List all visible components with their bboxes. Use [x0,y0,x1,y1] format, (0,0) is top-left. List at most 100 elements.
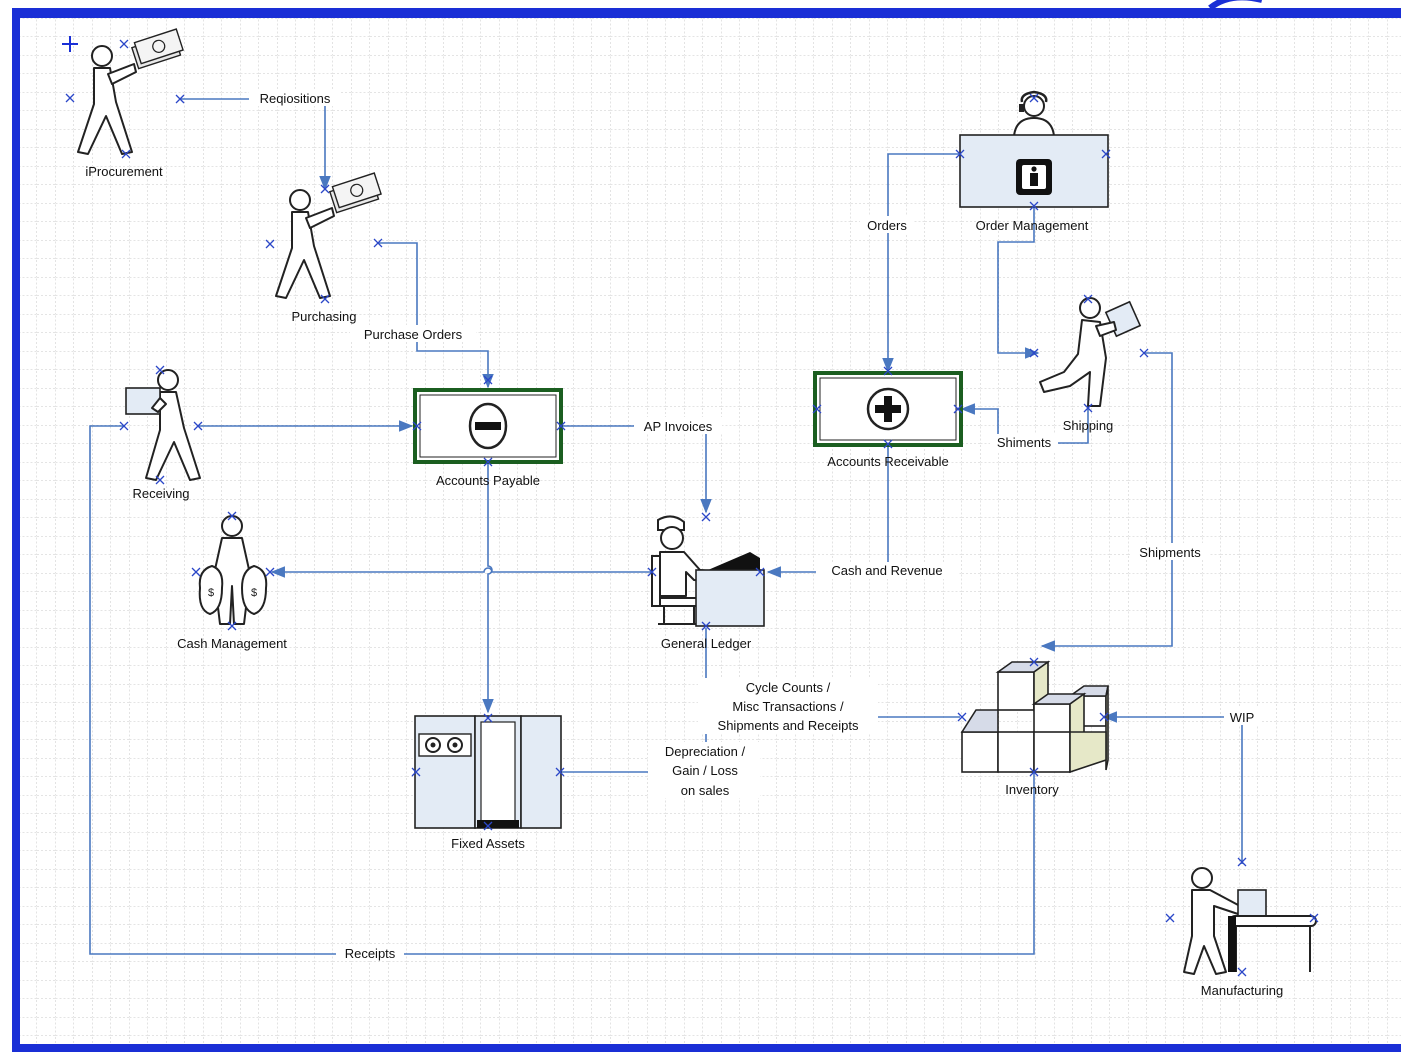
connection-point-marker[interactable] [320,294,330,304]
iprocurement-node[interactable]: iProcurement [77,28,184,179]
connection-point-marker[interactable] [1029,201,1039,211]
connection-point-marker[interactable] [883,439,893,449]
connection-point-marker[interactable] [1083,403,1093,413]
connection-point-marker[interactable] [155,365,165,375]
connection-point-marker[interactable] [1237,967,1247,977]
svg-text:$: $ [208,587,214,599]
connection-point-marker[interactable] [483,821,493,831]
manufacturing-node[interactable]: Manufacturing [1183,867,1317,998]
edge-label-orders: Orders [867,218,907,233]
edge-label-depreciation-line3: on sales [681,783,730,798]
connection-point-marker[interactable] [1237,857,1247,867]
connection-point-marker[interactable] [1029,93,1039,103]
connection-point-marker[interactable] [1083,294,1093,304]
minus-symbol-icon [468,402,508,450]
connection-point-marker[interactable] [373,238,383,248]
edge-gl-to-cash-management[interactable] [270,566,652,578]
order-management-node[interactable]: Order Management [959,90,1109,233]
connection-point-marker[interactable] [483,457,493,467]
connection-point-marker[interactable] [191,567,201,577]
svg-text:$: $ [251,587,257,599]
connection-point-marker[interactable] [812,404,822,414]
connection-point-marker[interactable] [483,713,493,723]
connection-point-marker[interactable] [1139,348,1149,358]
connection-point-marker[interactable] [953,404,963,414]
connection-point-marker[interactable] [193,421,203,431]
connection-point-marker[interactable] [1165,913,1175,923]
accounts-receivable-label: Accounts Receivable [827,454,948,469]
inventory-label: Inventory [1005,782,1059,797]
edge-label-purchase-orders: Purchase Orders [364,327,463,342]
connection-point-marker[interactable] [647,567,657,577]
information-desk-icon [959,90,1109,208]
connection-point-marker[interactable] [265,239,275,249]
fixed-assets-node[interactable]: Fixed Assets [414,715,562,851]
receiving-node[interactable]: Receiving [125,369,201,501]
connection-point-marker[interactable] [320,184,330,194]
person-at-conveyor-icon [1183,867,1317,975]
connection-point-marker[interactable] [1309,913,1319,923]
edge-label-cash-and-revenue: Cash and Revenue [831,563,942,578]
general-ledger-label: General Ledger [661,636,752,651]
connection-point-marker[interactable] [121,149,131,159]
connection-point-marker[interactable] [155,475,165,485]
connection-point-marker[interactable] [411,767,421,777]
connection-point-marker[interactable] [227,511,237,521]
connection-point-marker[interactable] [955,149,965,159]
connection-point-marker[interactable] [1029,348,1039,358]
connection-point-marker[interactable] [1029,657,1039,667]
shipping-node[interactable]: Shipping [1039,297,1142,433]
person-carrying-box-icon [125,369,201,481]
edge-shipments[interactable] [1040,352,1173,652]
edge-label-depreciation-line2: Gain / Loss [672,763,738,778]
edge-label-cycle-counts-line2: Misc Transactions / [732,699,844,714]
connection-point-marker[interactable] [65,93,75,103]
person-with-money-bags-icon: $ $ [198,515,268,625]
purchasing-label: Purchasing [291,309,356,324]
drawing-grid [18,18,1401,1044]
connection-point-marker[interactable] [883,366,893,376]
edge-labels: Reqiositions Purchase Orders AP Invoices… [260,91,1255,961]
connection-point-marker[interactable] [119,39,129,49]
frame-top-edge [12,8,1401,18]
connection-point-marker[interactable] [701,512,711,522]
receiving-label: Receiving [132,486,189,501]
cash-management-node[interactable]: $ $ Cash Management [177,515,287,651]
connection-point-marker[interactable] [175,94,185,104]
connection-point-marker[interactable] [556,421,566,431]
edge-receipts[interactable] [89,425,1035,955]
connection-point-marker[interactable] [119,421,129,431]
connection-point-marker[interactable] [1029,767,1039,777]
stacked-boxes-icon [960,660,1109,774]
connection-point-marker[interactable] [483,375,493,385]
general-ledger-node[interactable]: General Ledger [651,515,765,651]
connection-point-marker[interactable] [227,621,237,631]
edge-label-backgrounds [249,89,1260,961]
connection-point-marker[interactable] [755,567,765,577]
connection-point-marker[interactable] [957,712,967,722]
frame-bottom-edge [12,1044,1401,1052]
accounts-payable-node[interactable]: Accounts Payable [413,388,563,488]
edge-label-shipments: Shipments [1139,545,1201,560]
selection-cursor [62,36,78,52]
connection-point-marker[interactable] [265,567,275,577]
connection-point-marker[interactable] [1101,149,1111,159]
person-carrying-package-icon [1039,297,1142,407]
machinery-icon [414,715,562,829]
purchasing-node[interactable]: Purchasing [275,172,382,324]
connection-point-marker[interactable] [412,421,422,431]
connection-point-marker[interactable] [555,767,565,777]
edge-label-cycle-counts-line1: Cycle Counts / [746,680,831,695]
connection-point-marker[interactable] [1099,712,1109,722]
connection-point-marker[interactable] [701,621,711,631]
edge-label-shiments: Shiments [997,435,1052,450]
person-with-money-icon [77,28,184,155]
edge-orders[interactable] [882,153,960,373]
iprocurement-label: iProcurement [85,164,163,179]
edge-order-to-shipping[interactable] [997,206,1040,359]
inventory-node[interactable]: Inventory [960,660,1109,797]
edge-purchase-orders[interactable] [378,242,494,389]
accounts-receivable-node[interactable]: Accounts Receivable [813,371,963,469]
edge-label-ap-invoices: AP Invoices [644,419,713,434]
